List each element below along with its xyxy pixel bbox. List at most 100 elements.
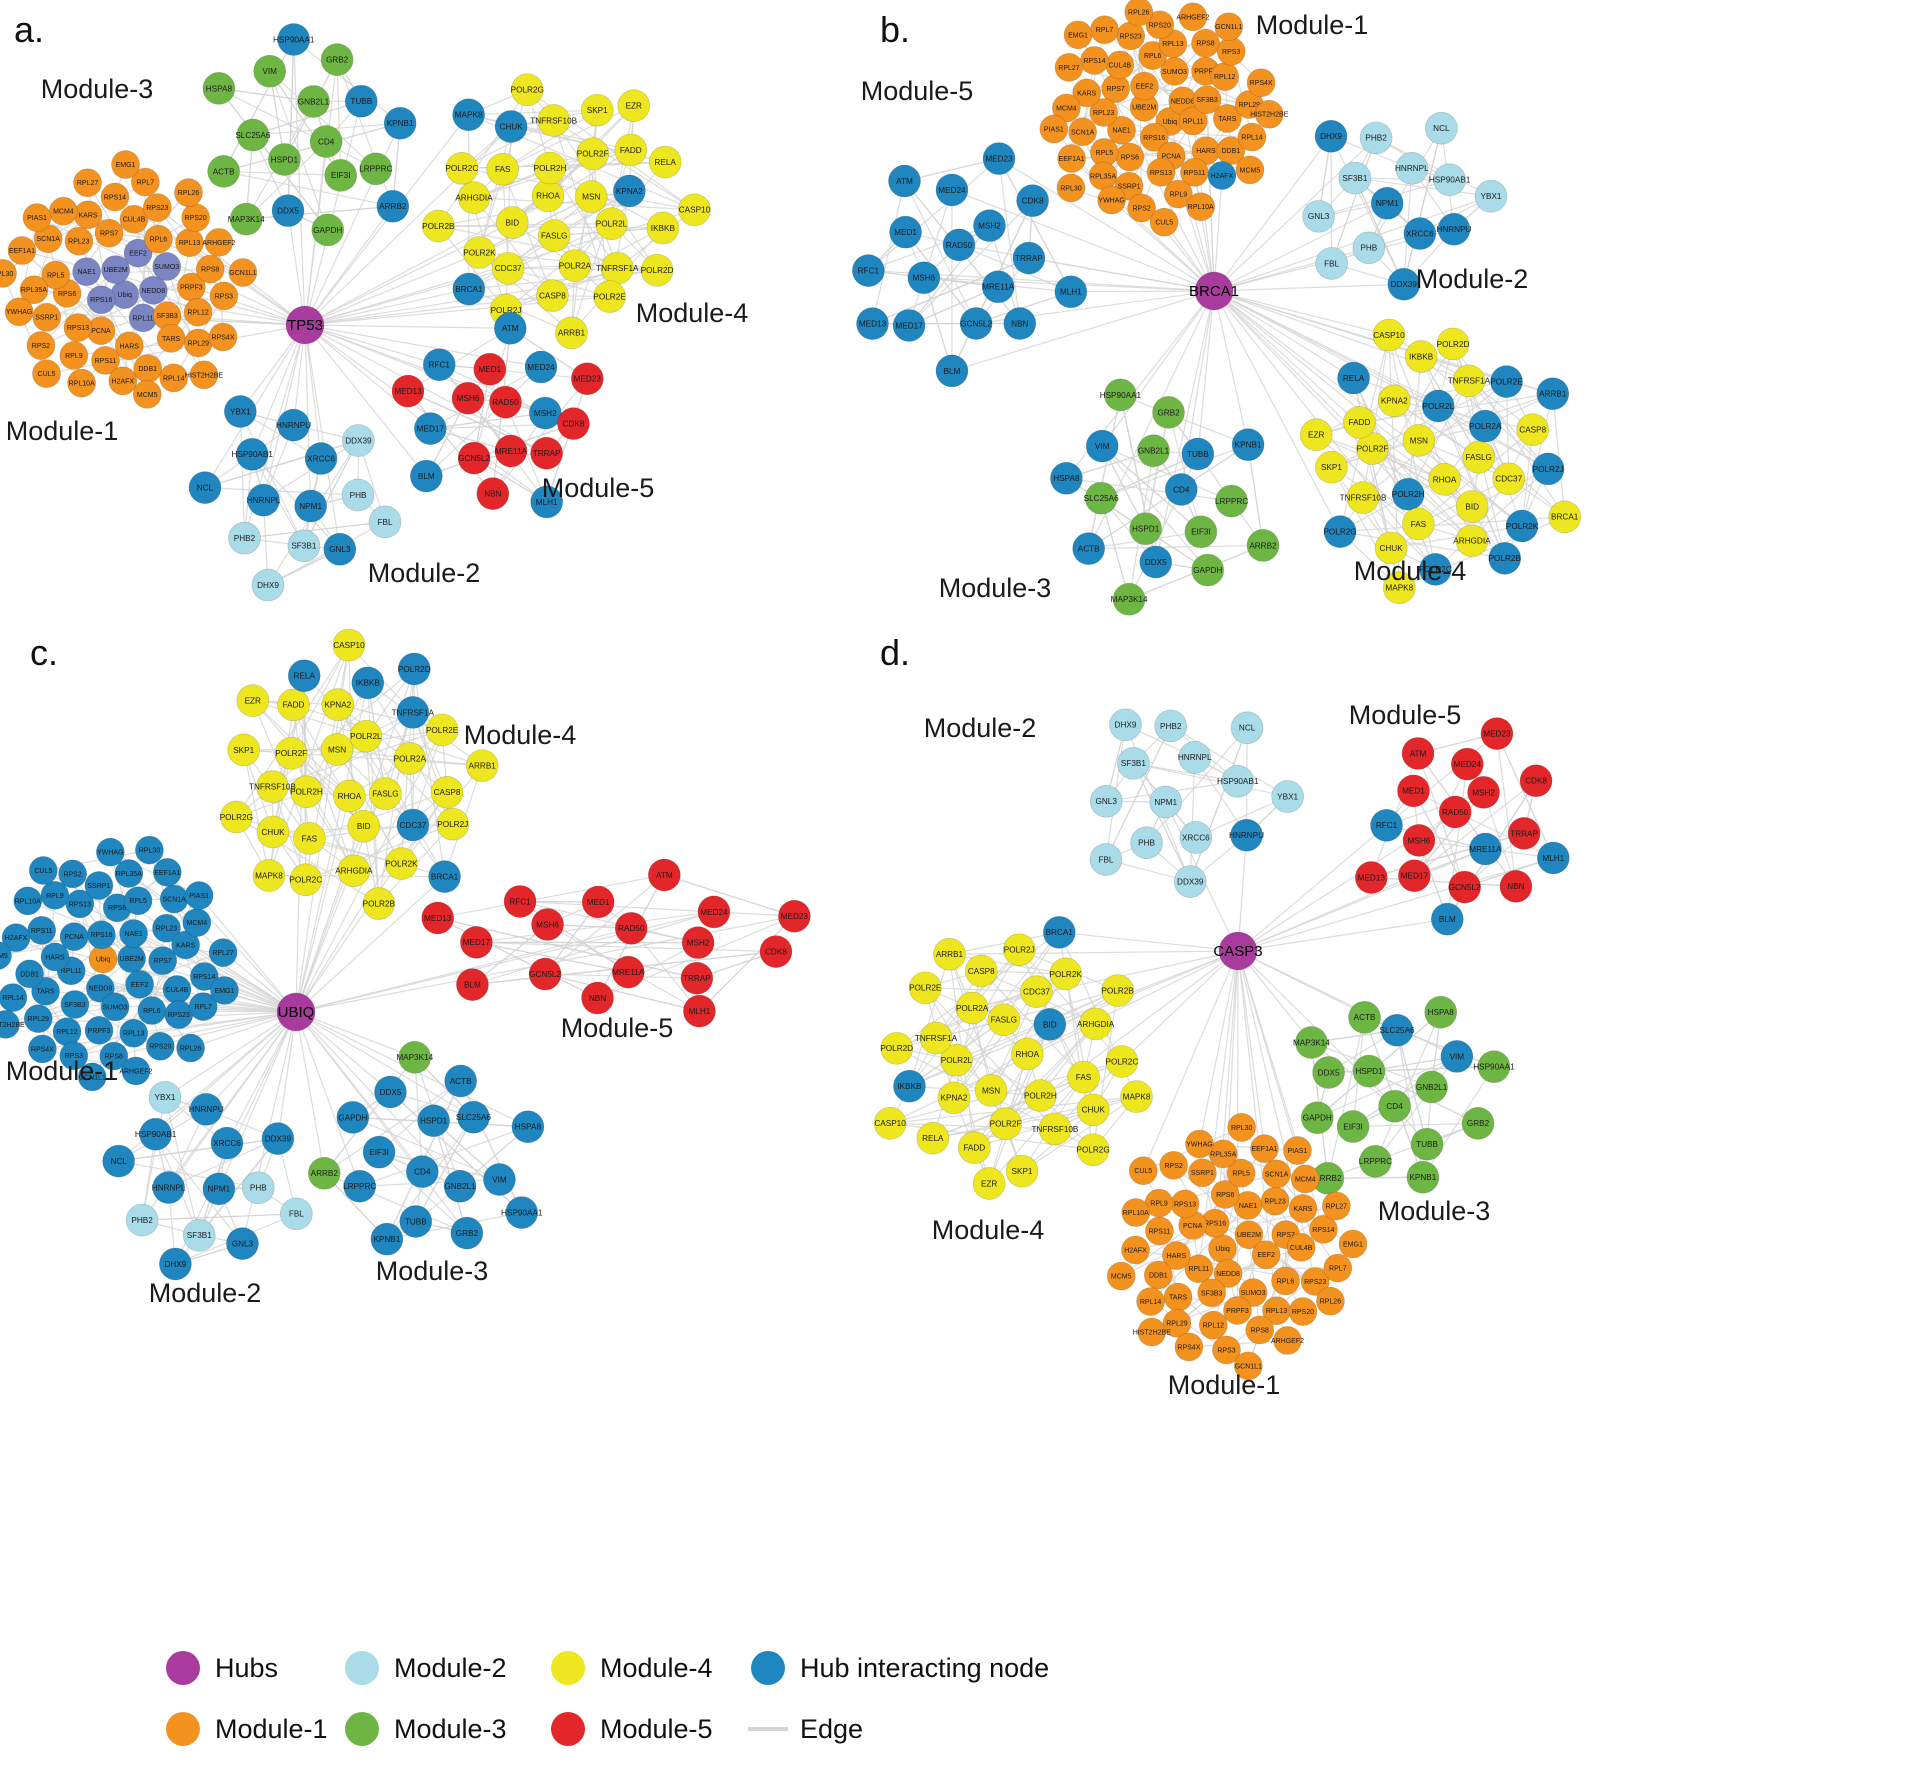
node-label: FASLG [1465, 453, 1491, 462]
edge [990, 973, 1067, 1091]
edge [478, 126, 512, 253]
edge [1354, 177, 1492, 197]
node-DHX9 [159, 1247, 192, 1281]
node-BRCA1 [1548, 500, 1582, 534]
node-MAP3K14 [1112, 582, 1146, 616]
node-label: MED23 [781, 912, 809, 921]
node-label: TNFRSF1A [915, 1034, 958, 1043]
edge [1101, 445, 1232, 502]
node-POLR2F [274, 736, 308, 770]
node-HSPA8 [511, 1110, 545, 1144]
node-label: RPL29 [188, 340, 210, 347]
node-RFC1 [503, 885, 537, 918]
node-label: EIF3I [1343, 1122, 1363, 1131]
node-label: MED1 [1402, 787, 1425, 796]
node-label: SSRP1 [1118, 184, 1141, 191]
node-label: TNFRSF10B [1032, 1125, 1079, 1134]
edge [546, 378, 588, 503]
node-label: DDX5 [380, 1088, 402, 1097]
node-RPL9 [40, 880, 70, 910]
edge [42, 1011, 297, 1050]
node-POLR2C [1105, 1045, 1139, 1078]
node-label: EEF1A1 [1059, 156, 1085, 163]
node-label: LRPPRC [1215, 497, 1248, 506]
node-label: MCM5 [137, 392, 158, 399]
edge [1142, 950, 1239, 1171]
node-RPS6 [1210, 1180, 1240, 1209]
node-label: Ubiq [118, 292, 133, 299]
edge [1049, 950, 1239, 1025]
node-label: GNL3 [1308, 212, 1330, 221]
node-MED24 [697, 895, 731, 929]
node-RPL26 [176, 1033, 205, 1063]
node-label: KPNA2 [616, 187, 643, 196]
node-label: CD4 [1173, 485, 1190, 494]
hub-node-CASP3 [1218, 931, 1258, 971]
node-YBX1 [148, 1081, 182, 1114]
node-label: RPL5 [1232, 1171, 1250, 1178]
node-GCN5L2 [528, 957, 562, 991]
edge [407, 390, 494, 495]
node-label: RPS16 [1204, 1221, 1226, 1228]
node-RELA [916, 1121, 950, 1155]
labels-layer: Module-3Module-1Module-4Module-5Module-2… [6, 9, 749, 588]
node-label: POLR2E [593, 292, 626, 301]
node-label: BRCA1 [455, 285, 483, 294]
node-MED24 [524, 350, 558, 384]
node-MED24 [935, 173, 969, 207]
edge [1121, 950, 1239, 1062]
node-label: ARRB2 [1314, 1174, 1342, 1183]
node-label: TARS [162, 336, 180, 343]
node-label: HSP90AA1 [1100, 391, 1142, 400]
node-POLR2C [1419, 553, 1452, 586]
legend-item: Edge [748, 1714, 863, 1744]
node-RHOA [1010, 1037, 1044, 1071]
node-label: MAP3K14 [396, 1053, 433, 1062]
node-VIM [483, 1163, 516, 1196]
node-label: KPNA2 [941, 1094, 968, 1103]
nodes-layer: CD4HSPD1GNB2L1EIF3ISLC25A6TUBBDDX5VIMLRP… [0, 23, 711, 602]
node-EMG1 [111, 150, 140, 179]
edge [425, 366, 542, 477]
node-label: RPS14 [104, 194, 126, 201]
edge [1403, 128, 1442, 285]
node-label: POLR2J [1004, 946, 1035, 955]
module-label: Module-1 [6, 1056, 119, 1086]
node-label: POLR2B [1489, 554, 1522, 563]
node-label: MRE11A [1469, 845, 1502, 854]
node-label: LRPPRC [359, 165, 392, 174]
node-label: EMG1 [215, 988, 235, 995]
hub-label: UBIQ [278, 1004, 315, 1021]
node-RPL14 [1237, 122, 1267, 152]
node-label: NEDD8 [1171, 98, 1195, 105]
node-RPL6 [144, 224, 173, 254]
node-RAD50 [614, 911, 648, 945]
node-label: RPL11 [133, 315, 154, 322]
node-PRPF3 [84, 1015, 114, 1045]
module-label: Module-1 [1168, 1370, 1281, 1400]
legend-label: Hubs [215, 1653, 278, 1683]
edge [505, 223, 612, 311]
node-MRE11A [611, 955, 645, 989]
node-YWHAG [1097, 185, 1126, 215]
edge [1213, 290, 1354, 379]
node-LRPPRC [359, 152, 393, 186]
node-RPL9 [59, 341, 89, 370]
node-label: POLR2D [880, 1044, 913, 1053]
node-label: SKP1 [1012, 1167, 1033, 1176]
edge [1327, 1017, 1366, 1179]
panel-b: UbiqUBE2MNEDD8RPS16EEF2RPL11NAE1SUMO3PCN… [852, 0, 1582, 616]
node-PHB2 [1359, 121, 1393, 155]
node-label: HSPD1 [1132, 525, 1160, 534]
node-RELA [1337, 361, 1370, 395]
node-label: PHB2 [234, 534, 256, 543]
node-ARHGEF2 [1178, 2, 1208, 32]
edge [1105, 725, 1172, 860]
node-label: RPS13 [1174, 1201, 1196, 1208]
edge [218, 1011, 297, 1190]
node-GRB2 [1461, 1107, 1495, 1140]
node-label: MCM4 [1056, 105, 1077, 112]
node-POLR2A [393, 742, 427, 775]
node-label: EEF1A1 [154, 870, 180, 877]
node-VIM [1085, 429, 1119, 463]
